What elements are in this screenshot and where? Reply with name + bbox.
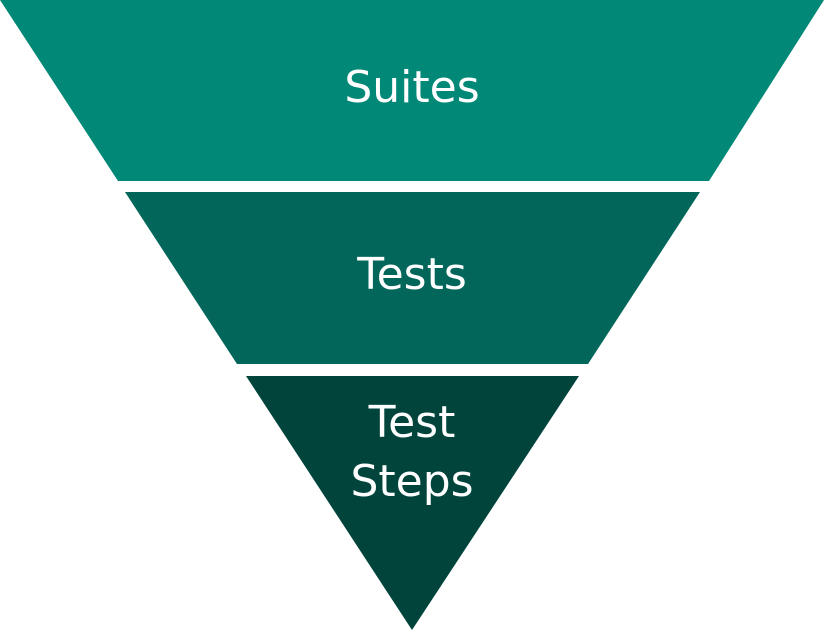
funnel-segment-suites [0, 0, 824, 181]
funnel-label-tests: Tests [356, 249, 467, 300]
funnel-label-test-steps-line-2: Steps [350, 456, 473, 507]
funnel-level-suites: Suites [0, 0, 824, 181]
funnel-level-test-steps: Test Steps [246, 376, 579, 630]
funnel-level-tests: Tests [125, 192, 700, 364]
funnel-segment-tests [125, 192, 700, 364]
funnel-label-test-steps-line-1: Test [368, 397, 456, 448]
funnel-label-suites: Suites [344, 62, 479, 113]
funnel-segment-test-steps [246, 376, 579, 630]
